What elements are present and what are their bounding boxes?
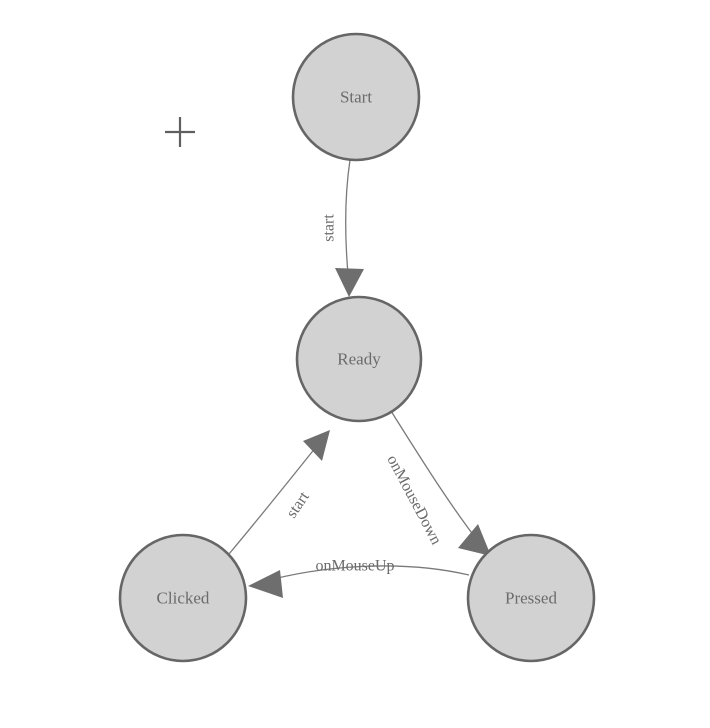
node-ready[interactable]: Ready [295,295,423,423]
arrowhead-icon [458,524,491,556]
node-label: Start [340,88,372,107]
edge-clicked-to-ready[interactable]: start [228,430,330,555]
node-circle [118,533,248,663]
plus-marker-icon [165,117,195,147]
node-label: Clicked [157,589,210,608]
edge-pressed-to-clicked[interactable]: onMouseUp [248,558,470,599]
node-circle [466,533,596,663]
node-circle [295,295,423,423]
edge-label: start [283,488,313,521]
node-start[interactable]: Start [291,32,421,162]
node-clicked[interactable]: Clicked [118,533,248,663]
arrowhead-icon [335,268,364,297]
edge-line [345,159,351,286]
edge-line [390,410,482,546]
arrowhead-icon [303,430,330,461]
edge-start-to-ready[interactable]: start [321,159,365,297]
node-label: Ready [337,350,381,369]
node-label: Pressed [505,589,557,608]
edge-label: onMouseUp [315,558,394,575]
node-circle [291,32,421,162]
node-pressed[interactable]: Pressed [466,533,596,663]
edge-label: start [321,214,338,242]
edge-ready-to-pressed[interactable]: onMouseDown [383,410,491,556]
edge-line [228,441,321,555]
arrowhead-icon [248,570,283,598]
edge-line [261,565,470,583]
edge-label: onMouseDown [383,452,444,547]
